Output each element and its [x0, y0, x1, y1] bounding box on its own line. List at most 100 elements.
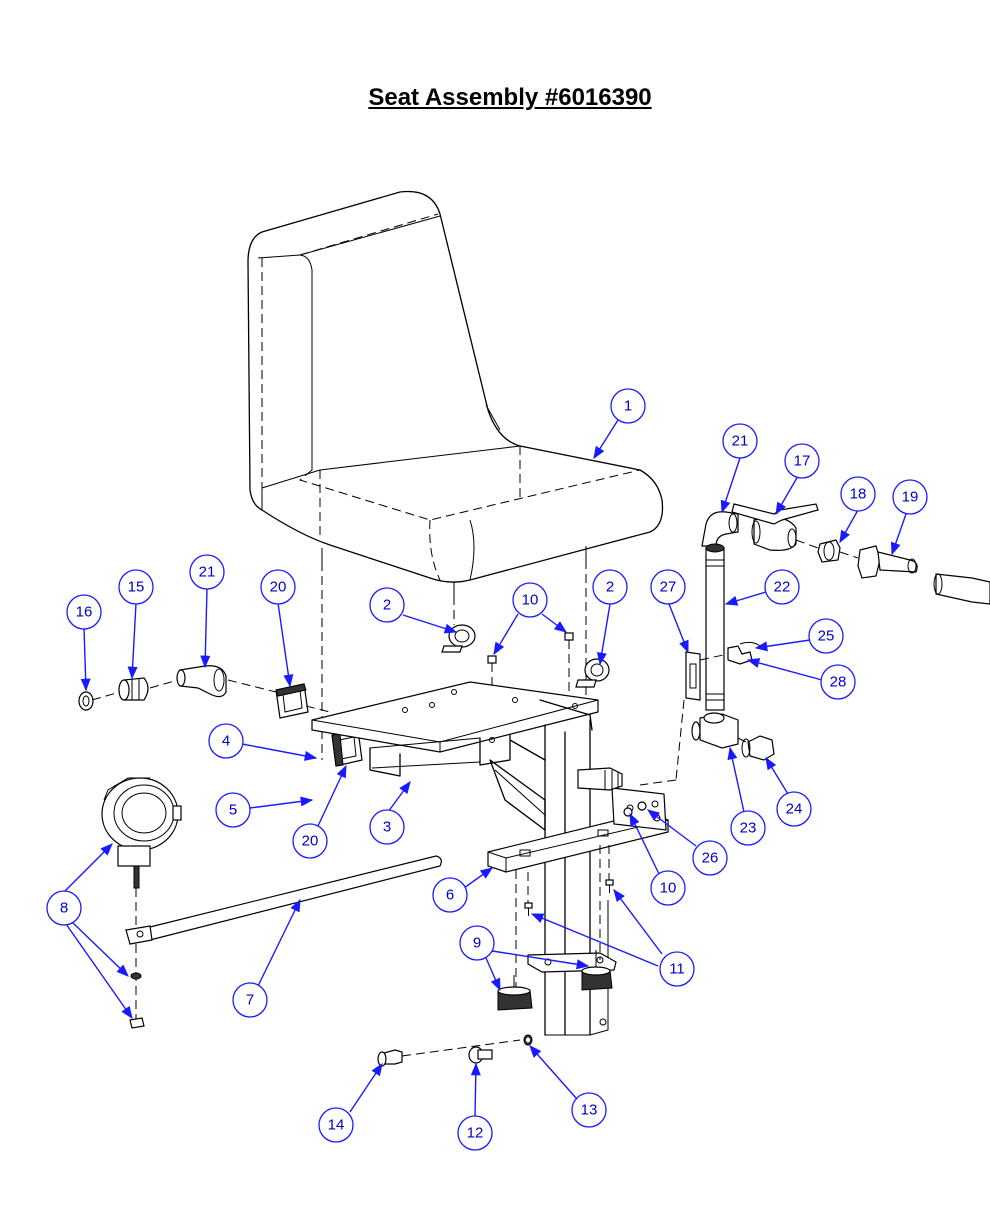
callout-number: 28 [830, 674, 847, 691]
callout-number: 7 [246, 992, 254, 1009]
callout-number: 13 [581, 1102, 598, 1119]
callout-19: 19 [892, 479, 928, 515]
callout-number: 17 [794, 453, 811, 470]
bolt-26 [637, 801, 647, 811]
callout-10-upper: 10 [512, 582, 548, 618]
callout-20-upper: 20 [260, 569, 296, 605]
threaded-stud [577, 767, 623, 791]
callout-25: 25 [808, 618, 844, 654]
callout-number: 10 [660, 880, 677, 897]
callout-7: 7 [232, 982, 268, 1018]
callout-4: 4 [208, 723, 244, 759]
grommet-20-lower [331, 729, 363, 767]
p-clamp-left [441, 624, 476, 653]
callout-number: 25 [818, 628, 835, 645]
callout-16: 16 [66, 594, 102, 630]
adjust-knob-9 [497, 950, 613, 1011]
callout-28: 28 [820, 664, 856, 700]
hex-nut [129, 1017, 145, 1029]
callout-2-right: 2 [592, 569, 628, 605]
callout-8: 8 [46, 890, 82, 926]
callout-number: 27 [660, 579, 677, 596]
callout-9: 9 [459, 925, 495, 961]
callout-23: 23 [730, 810, 766, 846]
fitting-cap-15 [118, 677, 149, 701]
callout-number: 22 [774, 579, 791, 596]
callout-15: 15 [118, 569, 154, 605]
callout-number: 23 [740, 820, 757, 837]
coupler-19 [857, 545, 918, 579]
bolt-11 [524, 879, 614, 916]
callout-12: 12 [457, 1115, 493, 1151]
coupler-plug [933, 573, 990, 605]
lock-washer [130, 972, 142, 980]
seat-cushion [247, 190, 664, 760]
callout-17: 17 [784, 443, 820, 479]
callout-number: 6 [446, 887, 454, 904]
callout-11: 11 [659, 951, 695, 987]
callout-18: 18 [840, 476, 876, 512]
callout-27: 27 [650, 569, 686, 605]
ball-valve-17 [731, 503, 819, 551]
callout-5: 5 [215, 792, 251, 828]
callout-24: 24 [776, 791, 812, 827]
elbow-fitting-21-right [701, 511, 739, 547]
fitting-washer-16 [78, 691, 94, 711]
elbow-fitting-21-left [176, 665, 227, 698]
callout-number: 9 [473, 935, 481, 952]
callout-number: 2 [606, 579, 614, 596]
callout-number: 5 [229, 802, 237, 819]
callout-20-lower: 20 [292, 823, 328, 859]
callout-26: 26 [692, 840, 728, 876]
callout-number: 14 [328, 1117, 345, 1134]
callout-21-right: 21 [722, 423, 758, 459]
callout-13: 13 [571, 1092, 607, 1128]
work-light [101, 777, 182, 889]
callout-number: 16 [76, 604, 93, 621]
p-clamp-right [575, 658, 610, 688]
callout-number: 2 [383, 597, 391, 614]
callout-number: 24 [786, 801, 803, 818]
callout-number: 11 [669, 961, 685, 978]
callout-leaders [63, 419, 907, 1117]
hex-cap-24 [741, 735, 775, 761]
callout-number: 4 [222, 733, 230, 750]
callout-number: 12 [467, 1125, 484, 1142]
nut [487, 655, 497, 664]
tee-fitting-23 [691, 712, 739, 749]
callout-6: 6 [432, 877, 468, 913]
page-title: Seat Assembly #6016390 [368, 84, 652, 111]
hex-nipple-18 [817, 539, 841, 563]
callout-14: 14 [318, 1107, 354, 1143]
callout-number: 20 [270, 579, 287, 596]
callout-number: 21 [199, 564, 216, 581]
callout-3: 3 [369, 809, 405, 845]
callout-10-lower: 10 [650, 870, 686, 906]
pull-pin-14 [377, 1049, 403, 1067]
grommet-20-upper [275, 683, 309, 719]
callout-number: 3 [383, 819, 391, 836]
pin-12 [468, 1046, 493, 1064]
pipe-clamp-25-28 [727, 641, 761, 665]
mount-bracket-27 [685, 651, 701, 701]
callout-2-left: 2 [369, 587, 405, 623]
callout-number: 8 [60, 900, 68, 917]
washer-13 [523, 1034, 533, 1046]
callout-number: 18 [850, 486, 867, 503]
callout-number: 21 [732, 433, 749, 450]
callout-number: 10 [522, 592, 539, 609]
callout-21-left: 21 [189, 554, 225, 590]
light-bracket-bar [125, 855, 442, 945]
callout-number: 1 [624, 398, 632, 415]
seat-mount-plate [311, 681, 599, 777]
callout-number: 15 [128, 579, 145, 596]
nut [564, 632, 574, 641]
callout-22: 22 [764, 569, 800, 605]
callout-number: 20 [302, 833, 319, 850]
slide-rail [487, 787, 669, 873]
callout-1: 1 [610, 388, 646, 424]
pipe-nipple-22 [705, 543, 725, 711]
callout-number: 19 [902, 489, 919, 506]
callout-number: 26 [702, 850, 719, 867]
